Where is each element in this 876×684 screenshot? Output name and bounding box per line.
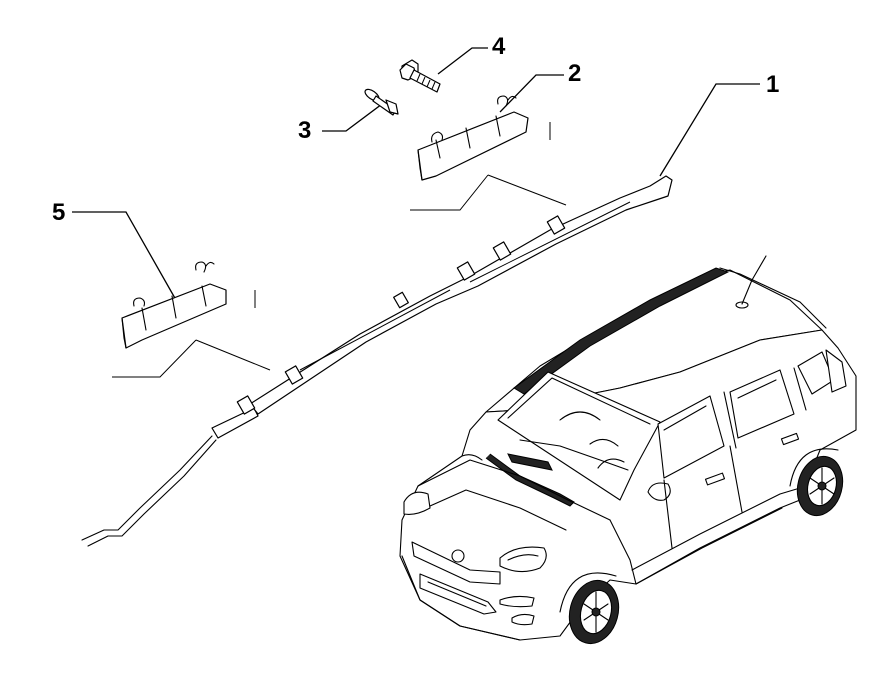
label-part-1: 1 (766, 71, 779, 98)
label-part-4: 4 (492, 33, 506, 60)
airbag-clip (236, 215, 566, 415)
curtain-airbag-part-1 (81, 175, 673, 547)
label-part-3: 3 (298, 117, 311, 144)
leader-line-1 (659, 83, 760, 177)
bracket-part-5 (121, 261, 227, 349)
clip-part-3 (364, 88, 399, 116)
car-illustration (399, 255, 857, 645)
leader-line-4 (437, 47, 488, 75)
bolt-part-4 (399, 59, 441, 93)
label-part-2: 2 (568, 60, 581, 87)
rear-wheel (796, 455, 844, 517)
leader-line-5 (72, 211, 177, 301)
bracket-part-2 (417, 95, 529, 181)
front-wheel (568, 579, 620, 645)
bracket-pointer-5 (112, 290, 271, 378)
bracket-pointer-2 (410, 122, 567, 211)
leader-line-3 (322, 103, 383, 132)
leader-line-2 (499, 74, 564, 113)
label-part-5: 5 (52, 199, 65, 226)
